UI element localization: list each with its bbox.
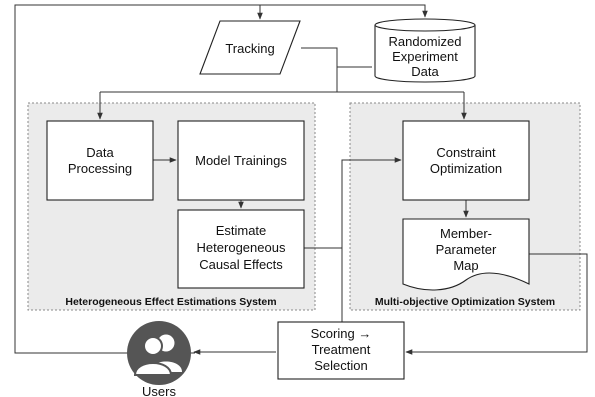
multiobjective-system-label: Multi-objective Optimization System — [375, 296, 555, 308]
users-label: Users — [142, 384, 176, 397]
model-trainings-label: Model Trainings — [195, 153, 287, 168]
randomized-experiment-data-node — [374, 18, 476, 83]
member-parameter-map-label-3: Map — [453, 258, 478, 273]
constraint-optimization-label-1: Constraint — [436, 145, 496, 160]
data-processing-label-2: Processing — [68, 161, 132, 176]
scoring-treatment-selection-node — [277, 321, 405, 380]
experiment-data-label-2: Experiment — [392, 49, 458, 64]
edge-map-to-scoring — [405, 253, 588, 355]
scoring-label-1: Scoring → — [311, 326, 372, 341]
estimate-effects-label-3: Causal Effects — [199, 257, 283, 272]
scoring-label-3: Selection — [314, 358, 367, 373]
heterogeneous-system-label: Heterogeneous Effect Estimations System — [65, 296, 276, 308]
outer-loop-edge — [14, 4, 260, 354]
data-processing-label-1: Data — [86, 145, 114, 160]
edge-tracking-out — [301, 47, 338, 67]
data-processing-node — [46, 120, 154, 201]
member-parameter-map-label-2: Parameter — [436, 242, 497, 257]
member-parameter-map-node — [402, 218, 530, 291]
estimate-effects-label-2: Heterogeneous — [197, 240, 286, 255]
experiment-data-label-3: Data — [411, 64, 439, 79]
scoring-label-2: Treatment — [312, 342, 371, 357]
constraint-optimization-label-2: Optimization — [430, 161, 502, 176]
tracking-label: Tracking — [225, 41, 274, 56]
edge-to-experiment-data — [260, 4, 428, 18]
model-trainings-node — [177, 120, 305, 201]
users-icon — [127, 321, 191, 385]
edge-estimate-to-optimization — [341, 157, 402, 322]
constraint-optimization-node — [402, 120, 530, 201]
tracking-node — [199, 20, 301, 75]
experiment-data-label-1: Randomized — [389, 34, 462, 49]
member-parameter-map-label-1: Member- — [440, 226, 492, 241]
estimate-effects-label-1: Estimate — [216, 223, 267, 238]
estimate-effects-node — [177, 209, 305, 289]
